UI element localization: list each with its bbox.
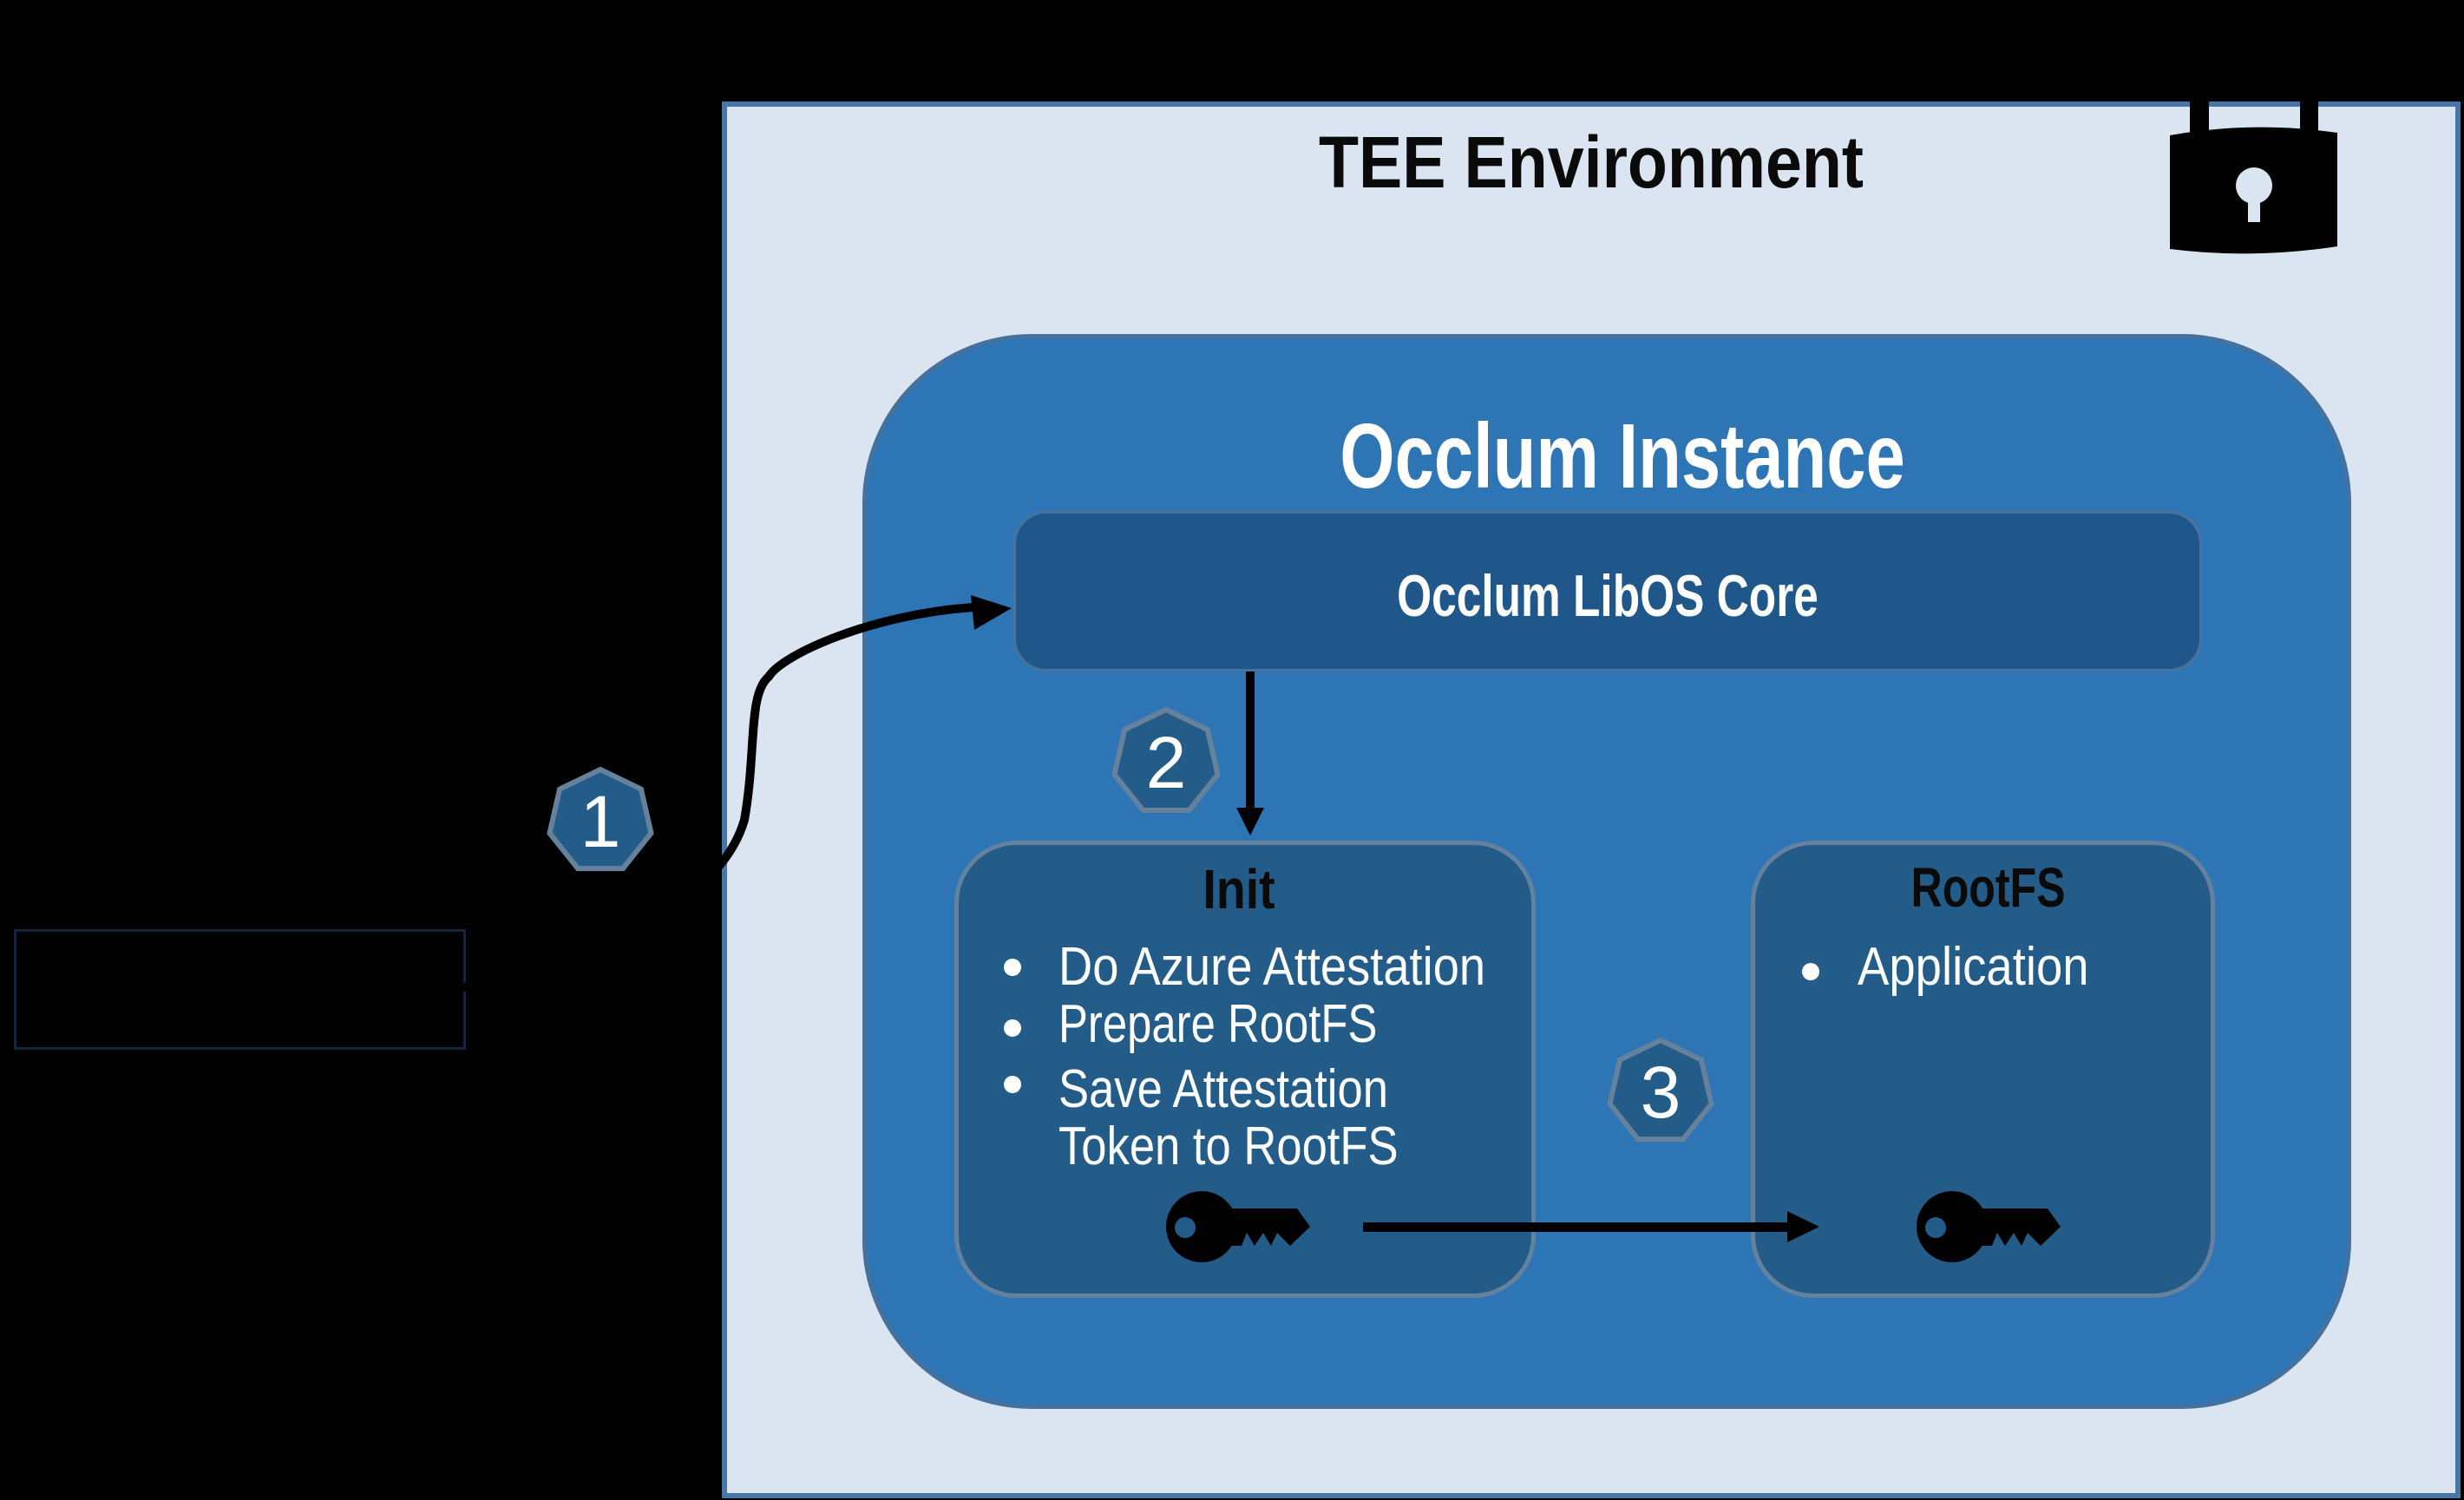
svg-text:1: 1 (580, 781, 621, 862)
svg-text:2: 2 (1146, 722, 1187, 803)
svg-text:3: 3 (1641, 1051, 1681, 1133)
